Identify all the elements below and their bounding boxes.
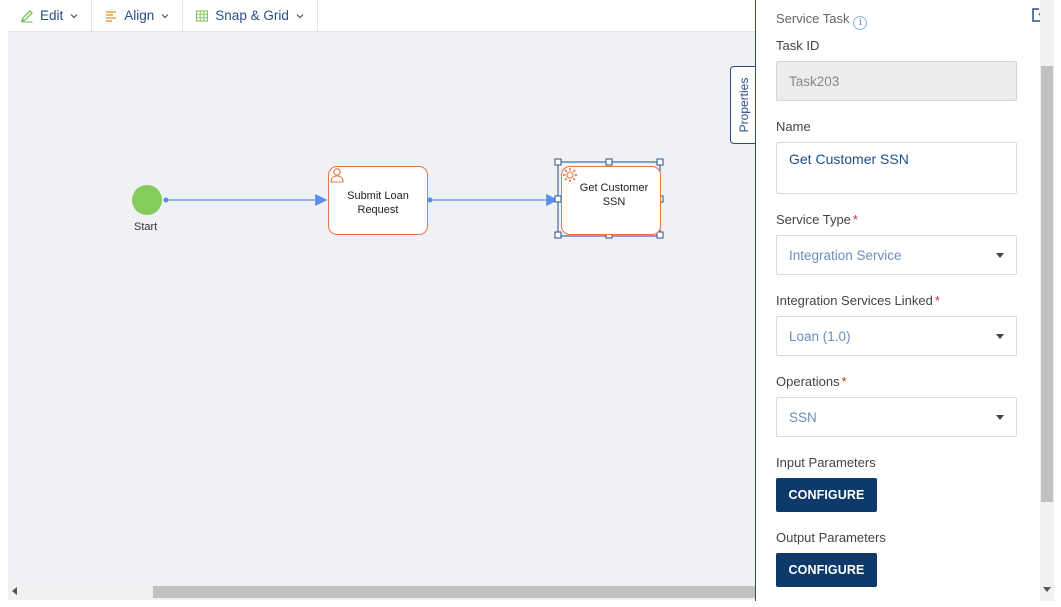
- align-icon: [106, 10, 117, 22]
- diagram-svg: [132, 158, 664, 239]
- name-label: Name: [776, 119, 811, 134]
- integration-services-select[interactable]: Loan (1.0): [776, 316, 1017, 356]
- service-type-label: Service Type*: [776, 212, 858, 227]
- required-marker: *: [852, 212, 858, 227]
- integration-services-label-text: Integration Services Linked: [776, 293, 933, 308]
- task-submit-loan-request[interactable]: Submit Loan Request: [328, 166, 428, 235]
- required-marker: *: [934, 293, 940, 308]
- properties-tab-label: Properties: [737, 77, 751, 133]
- grid-icon: [196, 10, 209, 21]
- operations-value: SSN: [789, 409, 817, 425]
- horizontal-scroll-thumb[interactable]: [153, 586, 756, 598]
- scroll-down-arrow-icon[interactable]: [1043, 587, 1051, 592]
- integration-services-label: Integration Services Linked*: [776, 293, 940, 308]
- horizontal-scrollbar[interactable]: [8, 584, 756, 600]
- configure-input-button[interactable]: CONFIGURE: [776, 478, 877, 512]
- gear-icon: [563, 168, 577, 182]
- task-label: Submit Loan Request: [347, 189, 409, 216]
- task-id-label: Task ID: [776, 38, 820, 53]
- service-type-label-text: Service Type: [776, 212, 851, 227]
- connector-dot: [427, 197, 433, 203]
- diagram-canvas[interactable]: Start Submit Loan Request Get Customer S…: [8, 32, 756, 584]
- snap-grid-menu-button[interactable]: Snap & Grid: [183, 0, 318, 32]
- chevron-down-icon: [161, 13, 169, 18]
- dropdown-caret-icon: [996, 252, 1004, 258]
- user-icon: [330, 168, 344, 183]
- chevron-down-icon: [296, 13, 304, 18]
- pencil-icon: [21, 9, 33, 22]
- service-type-value: Integration Service: [789, 247, 902, 263]
- properties-tab[interactable]: Properties: [730, 66, 757, 144]
- name-field[interactable]: Get Customer SSN: [776, 142, 1017, 194]
- scroll-left-arrow-icon[interactable]: [12, 587, 17, 595]
- required-marker: *: [841, 374, 847, 389]
- edit-menu-button[interactable]: Edit: [8, 0, 93, 32]
- align-menu-button[interactable]: Align: [92, 0, 184, 32]
- selection-handles[interactable]: [554, 158, 664, 239]
- operations-label: Operations*: [776, 374, 847, 389]
- dropdown-caret-icon: [996, 333, 1004, 339]
- task-get-customer-ssn[interactable]: Get Customer SSN: [561, 166, 661, 235]
- operations-select[interactable]: SSN: [776, 397, 1017, 437]
- info-icon[interactable]: i: [853, 16, 868, 30]
- operations-label-text: Operations: [776, 374, 840, 389]
- canvas-toolbar: Edit Align Snap & Grid: [8, 0, 756, 32]
- start-event[interactable]: [132, 185, 162, 215]
- connector-dot: [163, 197, 169, 203]
- vertical-scroll-thumb[interactable]: [1041, 66, 1053, 502]
- output-parameters-label: Output Parameters: [776, 530, 886, 545]
- panel-title: Service Task: [776, 11, 850, 26]
- task-id-value: Task203: [789, 73, 840, 89]
- snap-grid-menu-label: Snap & Grid: [215, 8, 289, 23]
- start-event-label: Start: [134, 221, 158, 233]
- vertical-scrollbar[interactable]: [1040, 0, 1054, 601]
- name-value: Get Customer SSN: [789, 151, 909, 167]
- task-id-field: Task203: [776, 61, 1017, 101]
- configure-output-button[interactable]: CONFIGURE: [776, 553, 877, 587]
- integration-services-value: Loan (1.0): [789, 328, 851, 344]
- dropdown-caret-icon: [996, 414, 1004, 420]
- edit-menu-label: Edit: [40, 8, 64, 23]
- input-parameters-label: Input Parameters: [776, 455, 876, 470]
- align-menu-label: Align: [124, 8, 155, 23]
- service-type-select[interactable]: Integration Service: [776, 235, 1017, 275]
- chevron-down-icon: [70, 13, 78, 18]
- task-label: Get Customer SSN: [579, 182, 649, 208]
